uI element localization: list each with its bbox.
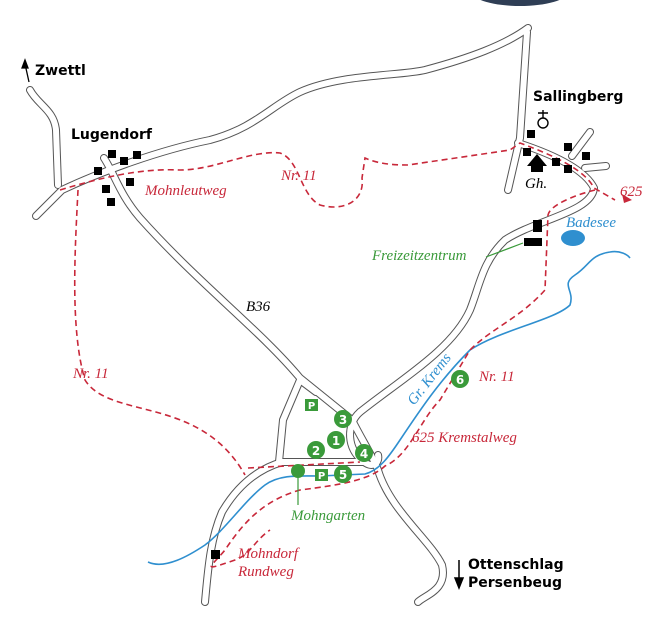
poi-markers: 1 2 3 4 5 6 P P: [291, 370, 469, 483]
marker-4[interactable]: 4: [355, 444, 373, 462]
marker-3-label: 3: [339, 413, 347, 427]
parking-south-label: P: [318, 471, 325, 482]
south-arrow-icon: [453, 560, 465, 591]
label-kremstalweg: 625 Kremstalweg: [412, 430, 517, 446]
label-nr11-east: Nr. 11: [478, 369, 515, 385]
marker-2[interactable]: 2: [307, 441, 325, 459]
inn-icon: [527, 154, 547, 172]
label-nr11-north: Nr. 11: [280, 168, 317, 184]
marker-1[interactable]: 1: [327, 431, 345, 449]
label-route-625: 625: [620, 184, 643, 200]
marker-5-label: 5: [339, 468, 347, 482]
marker-1-label: 1: [332, 434, 340, 448]
label-mohnleutweg: Mohnleutweg: [144, 183, 227, 199]
marker-2-label: 2: [312, 444, 320, 458]
label-b36: B36: [246, 299, 271, 315]
route-625-arrow: [622, 194, 632, 203]
label-gh: Gh.: [525, 176, 547, 192]
label-mohndorf: Mohndorf: [237, 546, 300, 562]
trails: [59, 142, 616, 568]
roads: [26, 24, 610, 606]
label-mohngarten: Mohngarten: [290, 508, 365, 524]
church-icon: [537, 110, 549, 129]
label-badesee: Badesee: [566, 215, 616, 231]
label-persenbeug: Persenbeug: [468, 575, 562, 591]
label-zwettl: Zwettl: [35, 63, 86, 79]
label-lugendorf: Lugendorf: [71, 127, 153, 143]
marker-3[interactable]: 3: [334, 410, 352, 428]
river-gr-krems: [147, 250, 631, 566]
label-ottenschlag: Ottenschlag: [468, 557, 564, 573]
zwettl-arrow-icon: [21, 58, 30, 83]
label-rundweg: Rundweg: [237, 564, 294, 580]
parking-north-label: P: [308, 401, 315, 412]
badesee-lake: [561, 230, 585, 246]
header-shape: [480, 0, 560, 6]
marker-6[interactable]: 6: [451, 370, 469, 388]
label-sallingberg: Sallingberg: [533, 89, 623, 105]
marker-6-label: 6: [456, 373, 464, 387]
buildings: [94, 130, 590, 559]
parking-south[interactable]: P: [315, 469, 328, 482]
marker-4-label: 4: [360, 447, 368, 461]
freizeitzentrum-pointer: [485, 242, 524, 258]
mohngarten-marker[interactable]: [291, 464, 305, 478]
label-nr11-west: Nr. 11: [72, 366, 109, 382]
marker-5[interactable]: 5: [334, 465, 352, 483]
label-freizeitzentrum: Freizeitzentrum: [371, 248, 467, 264]
parking-north[interactable]: P: [305, 399, 318, 412]
